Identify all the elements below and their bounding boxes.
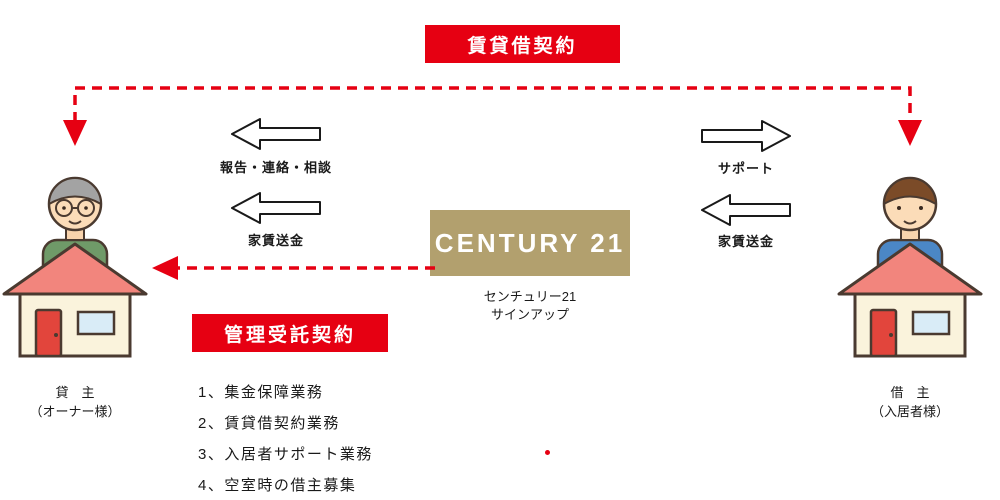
rent-remit-owner-label: 家賃送金 [247, 233, 304, 248]
dashed-line [73, 86, 912, 122]
support-arrow-right-icon [701, 120, 791, 152]
owner-title: 貸 主 [55, 385, 95, 400]
report-arrow-left-icon [231, 118, 321, 150]
company-name-line2: サインアップ [490, 307, 569, 323]
lease-contract-box: 賃貸借契約 [425, 25, 620, 63]
service-item: 2、賃貸借契約業務 [198, 415, 340, 432]
owner-subtitle: （オーナー様） [29, 403, 121, 419]
century21-logo: CENTURY 21 [430, 210, 630, 276]
service-item: 1、集金保障業務 [198, 384, 324, 401]
lease-contract-connector [63, 86, 922, 146]
company-name-line1: センチュリー21 [483, 289, 577, 304]
tenant-house-icon [837, 242, 983, 358]
management-contract-box: 管理受託契約 [192, 314, 388, 352]
rent-remit-tenant-label: 家賃送金 [717, 234, 774, 249]
owner-illustration [2, 176, 148, 358]
service-item: 3、入居者サポート業務 [198, 446, 373, 463]
stray-red-dot [545, 450, 550, 455]
tenant-title: 借 主 [890, 385, 930, 400]
support-flow-label: サポート [717, 161, 774, 176]
management-contract-arrow [152, 256, 435, 280]
rent-remit-tenant-arrow-left-icon [701, 194, 791, 226]
lease-contract-label: 賃貸借契約 [467, 35, 578, 57]
management-contract-label: 管理受託契約 [223, 324, 356, 346]
services-list: 1、集金保障業務 2、賃貸借契約業務 3、入居者サポート業務 4、空室時の借主募… [198, 381, 373, 500]
company-name: センチュリー21 サインアップ [430, 288, 630, 324]
arrowhead-down-left-icon [63, 120, 87, 146]
tenant-subtitle: （入居者様） [870, 403, 949, 419]
arrowhead-down-right-icon [898, 120, 922, 146]
owner-house-icon [2, 242, 148, 358]
rent-remit-owner-arrow-left-icon [231, 192, 321, 224]
tenant-label: 借 主 （入居者様） [835, 384, 985, 422]
arrowhead-left-icon [152, 256, 178, 280]
service-item: 4、空室時の借主募集 [198, 477, 357, 494]
century21-logo-text: CENTURY 21 [434, 227, 626, 258]
report-flow-label: 報告・連絡・相談 [219, 160, 332, 175]
owner-label: 貸 主 （オーナー様） [0, 384, 150, 422]
tenant-illustration [837, 176, 983, 358]
